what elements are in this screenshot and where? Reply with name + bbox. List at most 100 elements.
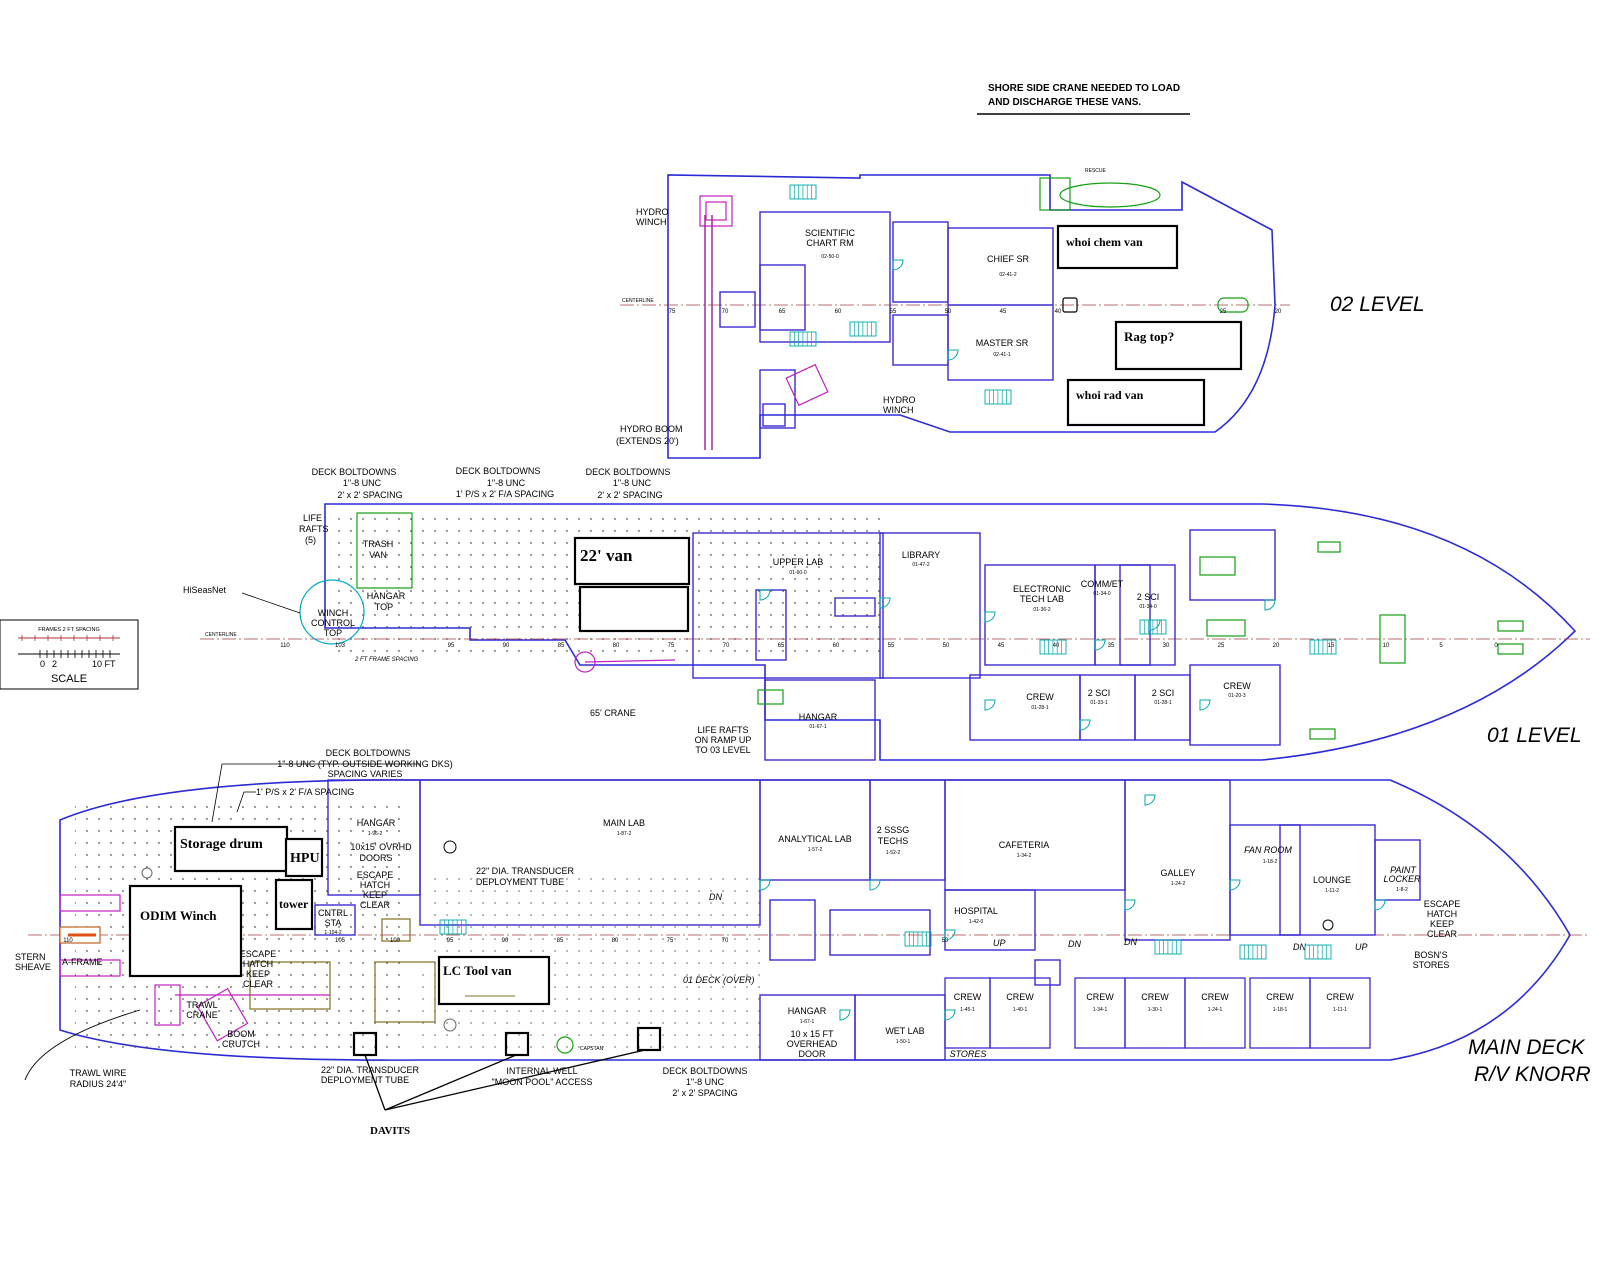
stern-sheave-label-1: STERN (15, 952, 46, 962)
master-sr-label: MASTER SR (976, 338, 1029, 348)
rafts-ramp-label-2: ON RAMP UP (695, 735, 752, 745)
door-swing-17 (1374, 899, 1386, 911)
frame-01-6: 75 (668, 643, 675, 649)
life-raft-ramp-shape (757, 689, 784, 705)
rag-top-van-label: Rag top? (1124, 329, 1174, 344)
note-line-1: SHORE SIDE CRANE NEEDED TO LOAD (988, 83, 1180, 94)
trawl-wire-label-1: TRAWL WIRE (70, 1068, 127, 1078)
crew-a-walls (1189, 664, 1281, 746)
level-01-title: 01 LEVEL (1487, 724, 1582, 747)
escape-c-3: KEEP (246, 969, 270, 979)
analytical-lab-walls (759, 779, 871, 881)
hangar-01-walls (764, 679, 876, 761)
hydro-boom-label-2: (EXTENDS 20') (616, 436, 679, 446)
a-frame-label: A-FRAME (62, 957, 103, 967)
ladder-8 (904, 931, 932, 947)
wet-lab-label: WET LAB (885, 1026, 924, 1036)
hangar-top-label-2: TOP (375, 602, 393, 612)
escape-c-2: HATCH (243, 959, 273, 969)
frame-01-3: 90 (503, 643, 510, 649)
level-02-hull (667, 174, 1276, 459)
cafeteria-number: 1-34-2 (1017, 853, 1032, 859)
hospital-label: HOSPITAL (954, 906, 998, 916)
chart-room-number: 02-50-0 (821, 254, 838, 260)
crane-65-label: 65' CRANE (590, 708, 636, 718)
frame-01-10: 55 (888, 643, 895, 649)
hydro-winch-stbd-label-1: HYDRO (883, 395, 916, 405)
ladder-5 (1139, 619, 1167, 635)
tower (274, 878, 314, 931)
boltdown-leader-2 (236, 791, 256, 813)
wet-lab-number: 1-50-1 (896, 1039, 911, 1045)
davit-leader-2 (384, 1054, 517, 1111)
chief-sr-number: 02-41-2 (999, 272, 1016, 278)
storage-drum-label: Storage drum (180, 837, 263, 852)
sci-c-number: 01-28-1 (1154, 700, 1171, 706)
etl-label-1: ELECTRONIC (1013, 584, 1072, 594)
life-rafts-label-3: (5) (305, 535, 316, 545)
fan-room-number: 1-18-2 (1263, 859, 1278, 865)
lounge-number: 1-11-2 (1325, 888, 1339, 894)
frame-main-2: 105 (335, 938, 346, 944)
escape-a-2: HATCH (360, 880, 390, 890)
crew-a-label: CREW (1223, 681, 1251, 691)
main-deck-plan: CREW1-45-1CREW1-40-1CREW1-34-1CREW1-30-1… (15, 748, 1591, 1111)
hydro-winch-stbd-label-2: WINCH (883, 405, 914, 415)
frame-01-12: 45 (998, 643, 1005, 649)
library-label: LIBRARY (902, 550, 940, 560)
door-swing-16 (944, 929, 956, 941)
hatch-02 (1062, 297, 1078, 313)
scale-legend: FRAMES 2 FT SPACING 0 2 10 FT SCALE (0, 619, 139, 690)
level-01-plan: CENTERLINE DECK BOLTDOWNS 1"-8 UNC 2' (183, 466, 1590, 761)
ladder-10 (1304, 944, 1332, 960)
bow-deck-fitting (1322, 919, 1334, 931)
frame-01-5: 80 (613, 643, 620, 649)
sci-c-label: 2 SCI (1152, 688, 1175, 698)
frame-01-19: 10 (1383, 643, 1390, 649)
stair-block-lower (892, 314, 949, 366)
main-bolt-2: 1"-8 UNC (TYP. OUTSIDE WORKING DKS) (277, 759, 453, 769)
dn-label-4: DN (709, 892, 722, 902)
whoi-rad-van (1066, 378, 1206, 427)
crew-room-1 (989, 977, 1051, 1049)
main-bolt-1: DECK BOLTDOWNS (326, 748, 411, 758)
frame-main-9: 70 (722, 938, 729, 944)
bow-fixture-2 (1497, 643, 1524, 655)
hangar-fwd-number: 1-67-1 (800, 1019, 815, 1025)
hangar-main-number: 1-96-2 (368, 831, 383, 837)
trawl-wire-radius (24, 1009, 141, 1081)
davits-label: DAVITS (370, 1125, 410, 1137)
ladder-7 (439, 919, 467, 935)
level-02-title: 02 LEVEL (1330, 293, 1425, 316)
comm-et-label: COMM/ET (1081, 579, 1124, 589)
boom-crutch-label-1: BOOM (227, 1029, 255, 1039)
escape-b-1: ESCAPE (1424, 899, 1461, 909)
locker-stbd (759, 369, 796, 429)
dn-label-1: DN (1068, 939, 1081, 949)
crew-room-number-4: 1-24-1 (1208, 1007, 1223, 1013)
tower-label: tower (279, 897, 309, 911)
frame-main-10: 50 (942, 938, 949, 944)
hospital-number: 1-42-0 (969, 919, 984, 925)
ladders (439, 184, 1337, 960)
galley-label: GALLEY (1160, 868, 1195, 878)
frame-main-6: 85 (557, 938, 564, 944)
door-swing-9 (892, 259, 904, 271)
frame-02-8: 25 (1220, 309, 1227, 315)
frame-02-2: 65 (779, 309, 786, 315)
bolt-a-2: 1"-8 UNC (343, 478, 382, 488)
frame-01-14: 35 (1108, 643, 1115, 649)
level-01-centerline-label: CENTERLINE (205, 632, 237, 638)
frame-main-0: 110 (63, 938, 73, 944)
frame-01-21: 0 (1494, 643, 1498, 649)
a-frame-stbd (59, 959, 121, 977)
trash-van-label-2: VAN (369, 550, 387, 560)
trash-van-shape (356, 512, 413, 589)
escape-a-3: KEEP (363, 890, 387, 900)
crew-room-label-2: CREW (1086, 992, 1114, 1002)
sci-b-label: 2 SCI (1088, 688, 1111, 698)
analytical-lab-label: ANALYTICAL LAB (778, 834, 852, 844)
locker-stbd-box (762, 403, 786, 427)
crew-a-number: 01-20-3 (1228, 693, 1245, 699)
